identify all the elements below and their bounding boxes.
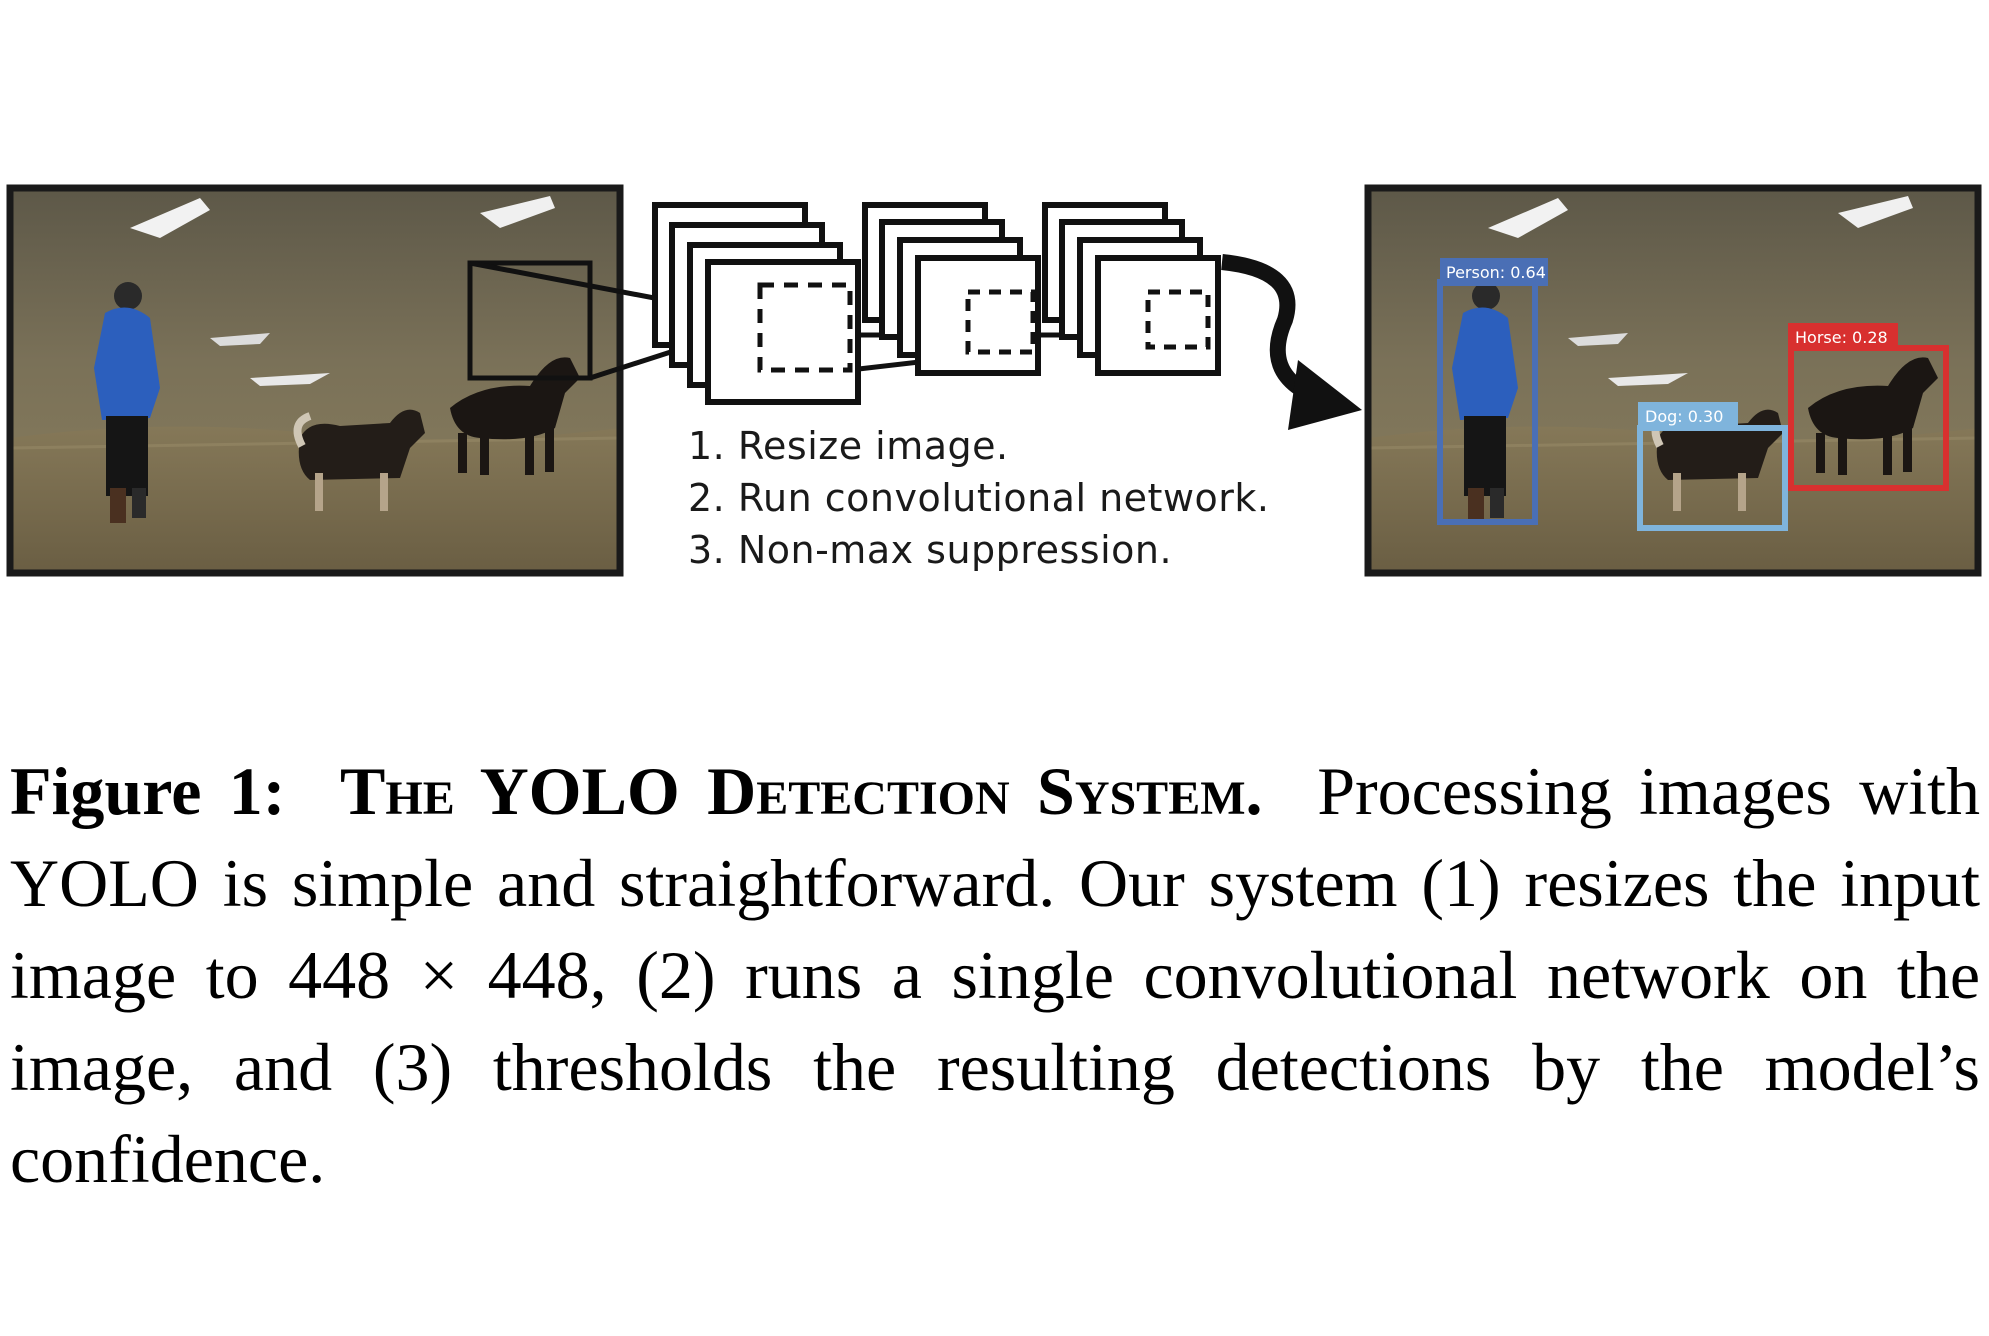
caption-label: Figure 1: bbox=[10, 753, 286, 829]
caption-title: The YOLO Detection System. bbox=[340, 753, 1263, 829]
dog-detection-label: Dog: 0.30 bbox=[1645, 407, 1723, 426]
horse-detection: Horse: 0.28 bbox=[1788, 323, 1949, 491]
step-resize: 1. Resize image. bbox=[688, 424, 1009, 468]
person-detection-label: Person: 0.64 bbox=[1446, 263, 1546, 282]
dog-detection: Dog: 0.30 bbox=[1637, 402, 1788, 531]
resize-crop-box bbox=[467, 260, 593, 381]
horse-detection-label: Horse: 0.28 bbox=[1795, 328, 1888, 347]
step-nms: 3. Non-max suppression. bbox=[688, 528, 1173, 572]
caption-text: Processing images with YOLO is simple an… bbox=[10, 753, 1981, 1197]
output-image: Person: 0.64 Horse: 0.28 Dog: 0.30 bbox=[1368, 188, 1978, 573]
cnn-stack-3 bbox=[1042, 202, 1221, 376]
cnn-stack-2 bbox=[862, 202, 1041, 376]
yolo-figure: Person: 0.64 Horse: 0.28 Dog: 0.30 bbox=[0, 0, 1989, 640]
step-run-cnn: 2. Run convolutional network. bbox=[688, 476, 1270, 520]
output-arrow-icon bbox=[1221, 254, 1362, 430]
figure-caption: Figure 1: The YOLO Detection System. Pro… bbox=[10, 745, 1980, 1205]
cnn-stack-1 bbox=[652, 202, 861, 405]
pipeline-steps: 1. Resize image. 2. Run convolutional ne… bbox=[688, 420, 1270, 576]
person-detection: Person: 0.64 bbox=[1437, 258, 1548, 525]
input-image bbox=[10, 188, 620, 573]
